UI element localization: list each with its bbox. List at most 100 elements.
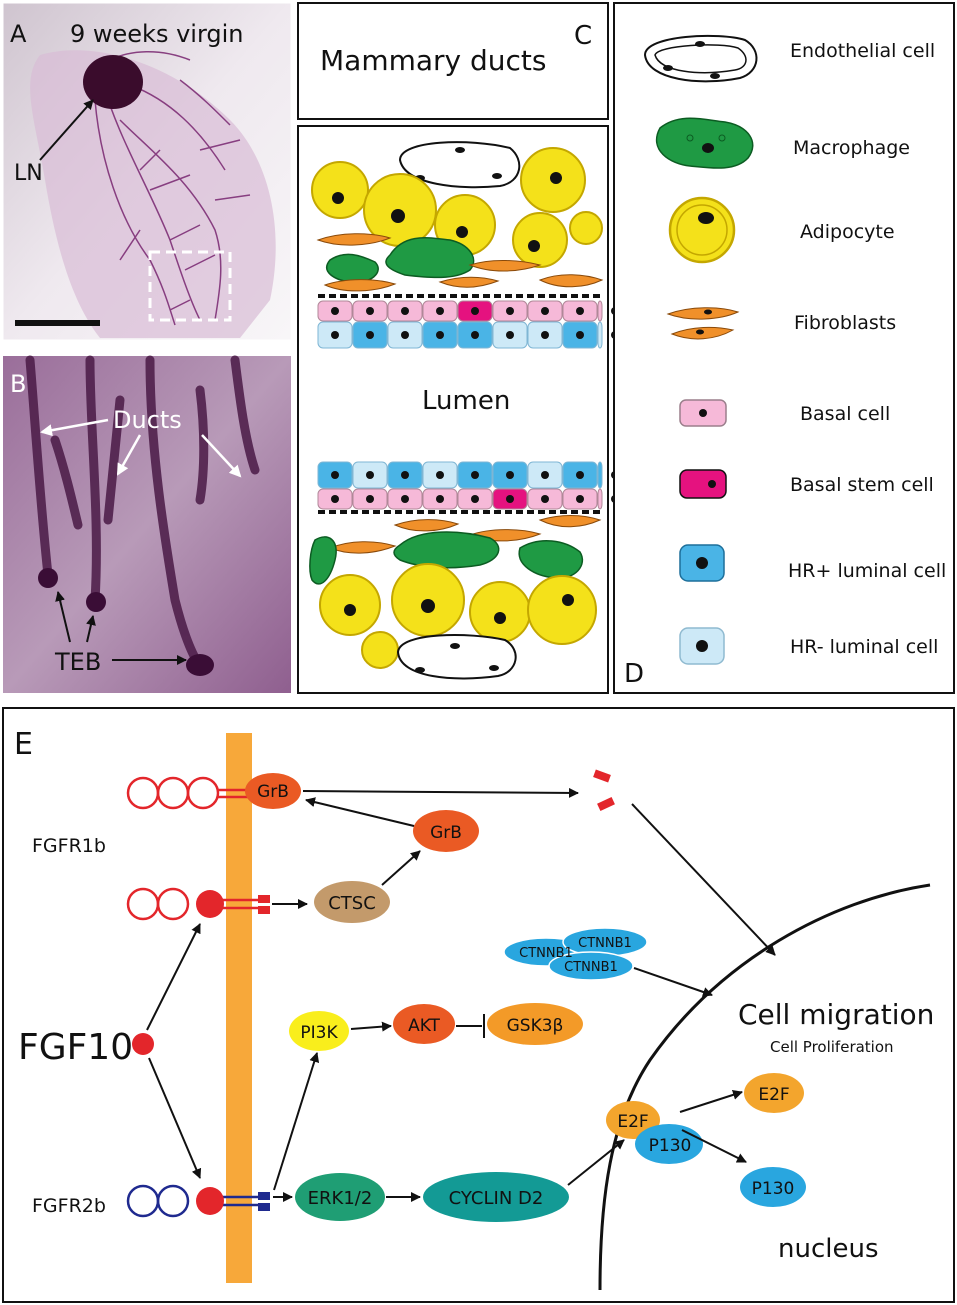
macrophages-top bbox=[326, 237, 475, 284]
ctsc-label: CTSC bbox=[328, 893, 376, 914]
p130-complex-label: P130 bbox=[649, 1136, 692, 1156]
ducts-arrow-3 bbox=[201, 434, 242, 478]
e2f-free-node bbox=[744, 1073, 804, 1113]
ducts-label: Ducts bbox=[113, 406, 182, 434]
top-stroma bbox=[311, 141, 604, 298]
grb-free-node bbox=[413, 810, 479, 852]
cell-nucleus bbox=[506, 495, 514, 503]
cell-nucleus bbox=[541, 331, 549, 339]
nuclear-envelope bbox=[598, 883, 931, 1291]
panel-e-letter: E bbox=[14, 727, 33, 762]
teb-2 bbox=[86, 592, 106, 612]
panel-c-title-box bbox=[297, 2, 609, 120]
teb-arrow-1 bbox=[55, 591, 71, 643]
fgfr1b-label: FGFR1b bbox=[32, 835, 106, 857]
cell-nucleus bbox=[541, 307, 549, 315]
endothelial-vessel-top bbox=[398, 141, 521, 189]
ducts-arrow-2 bbox=[116, 434, 142, 476]
pi3k-label: PI3K bbox=[300, 1023, 338, 1043]
lumen-label: Lumen bbox=[422, 386, 510, 416]
legend-label-hr-negative: HR- luminal cell bbox=[790, 636, 938, 658]
cyclin-d2-node bbox=[423, 1172, 569, 1222]
pi3k-node bbox=[289, 1011, 349, 1051]
cell-nucleus bbox=[506, 307, 514, 315]
panel-a: A 9 weeks virgin LN bbox=[2, 2, 292, 341]
cell-nucleus bbox=[366, 331, 374, 339]
cell-nucleus bbox=[436, 331, 444, 339]
macrophage-icon bbox=[655, 117, 754, 169]
cell-nucleus bbox=[576, 307, 584, 315]
panel-a-letter: A bbox=[10, 20, 27, 48]
epithelial-cell bbox=[597, 300, 603, 322]
p130-free-label: P130 bbox=[752, 1179, 795, 1199]
epithelial-cell bbox=[597, 321, 603, 349]
cell-nucleus bbox=[436, 307, 444, 315]
cell-nucleus bbox=[506, 331, 514, 339]
legend-label-basal: Basal cell bbox=[800, 403, 890, 425]
cell-membrane bbox=[226, 733, 252, 1283]
pathway-arrows bbox=[146, 787, 776, 1202]
bottom-stroma bbox=[309, 510, 602, 680]
panel-c-title: Mammary ducts bbox=[320, 44, 547, 77]
legend-label-fibroblasts: Fibroblasts bbox=[794, 312, 896, 334]
p130-complex-node bbox=[635, 1124, 703, 1164]
cleaved-fragment-1 bbox=[593, 769, 611, 783]
ln-label: LN bbox=[14, 161, 43, 186]
cell-migration-label: Cell migration bbox=[738, 998, 934, 1031]
cell-nucleus bbox=[576, 471, 584, 479]
cell-nucleus bbox=[366, 307, 374, 315]
fgf10-bound-ligand-2 bbox=[196, 1187, 224, 1215]
panel-d: D Endothelial cell bbox=[613, 2, 955, 694]
cell-nucleus bbox=[401, 495, 409, 503]
cell-nucleus bbox=[331, 495, 339, 503]
endothelial-cell-icon bbox=[643, 34, 758, 83]
cell-nucleus bbox=[331, 331, 339, 339]
epithelial-cell bbox=[597, 488, 603, 510]
panel-d-letter: D bbox=[624, 659, 644, 689]
fgfr1b-receptor-bound bbox=[126, 887, 262, 921]
ctnnb1-label-2: CTNNB1 bbox=[578, 936, 632, 951]
gsk3b-node bbox=[487, 1003, 583, 1045]
grb-free-label: GrB bbox=[430, 823, 462, 843]
top-epithelium bbox=[317, 300, 619, 349]
cell-nucleus bbox=[471, 331, 479, 339]
fibroblast-icon bbox=[666, 307, 740, 340]
cell-nucleus bbox=[401, 471, 409, 479]
teb-3 bbox=[186, 654, 214, 676]
scale-bar bbox=[15, 320, 100, 326]
teb-arrow-2 bbox=[86, 615, 96, 643]
e2f-complex-label: E2F bbox=[617, 1112, 648, 1132]
cell-proliferation-label: Cell Proliferation bbox=[770, 1038, 894, 1056]
p130-free-node bbox=[740, 1167, 806, 1207]
gsk3b-label: GSK3β bbox=[507, 1016, 564, 1036]
grb-bound-node bbox=[245, 773, 301, 809]
akt-node bbox=[393, 1004, 455, 1044]
zoom-region-box bbox=[148, 250, 232, 322]
cell-nucleus bbox=[471, 307, 479, 315]
fgfr2b-receptor bbox=[126, 1184, 262, 1218]
akt-label: AKT bbox=[408, 1016, 440, 1036]
basal-stem-cell-icon bbox=[679, 469, 727, 499]
cell-nucleus bbox=[541, 495, 549, 503]
cell-nucleus bbox=[401, 307, 409, 315]
cell-nucleus bbox=[331, 471, 339, 479]
panel-b: B Ducts TEB bbox=[3, 355, 291, 693]
cyclin-d2-label: CYCLIN D2 bbox=[449, 1188, 544, 1209]
fgfr2b-label: FGFR2b bbox=[32, 1195, 106, 1217]
epithelial-cell bbox=[597, 461, 603, 489]
panel-c-letter: C bbox=[574, 21, 592, 51]
legend-label-endothelial: Endothelial cell bbox=[790, 40, 935, 62]
ctnnb1-node-3 bbox=[548, 951, 634, 981]
cell-nucleus bbox=[436, 471, 444, 479]
nucleus-label: nucleus bbox=[778, 1234, 879, 1264]
erk-label: ERK1/2 bbox=[308, 1188, 373, 1209]
cell-nucleus bbox=[366, 471, 374, 479]
cell-nucleus bbox=[576, 495, 584, 503]
bottom-epithelium bbox=[317, 461, 619, 510]
endothelial-vessel-bottom bbox=[396, 634, 517, 680]
panel-c: Mammary ducts C bbox=[297, 2, 619, 694]
cell-nucleus bbox=[331, 307, 339, 315]
fgf10-bound-ligand-1 bbox=[196, 890, 224, 918]
fgf10-label: FGF10 bbox=[18, 1027, 133, 1068]
